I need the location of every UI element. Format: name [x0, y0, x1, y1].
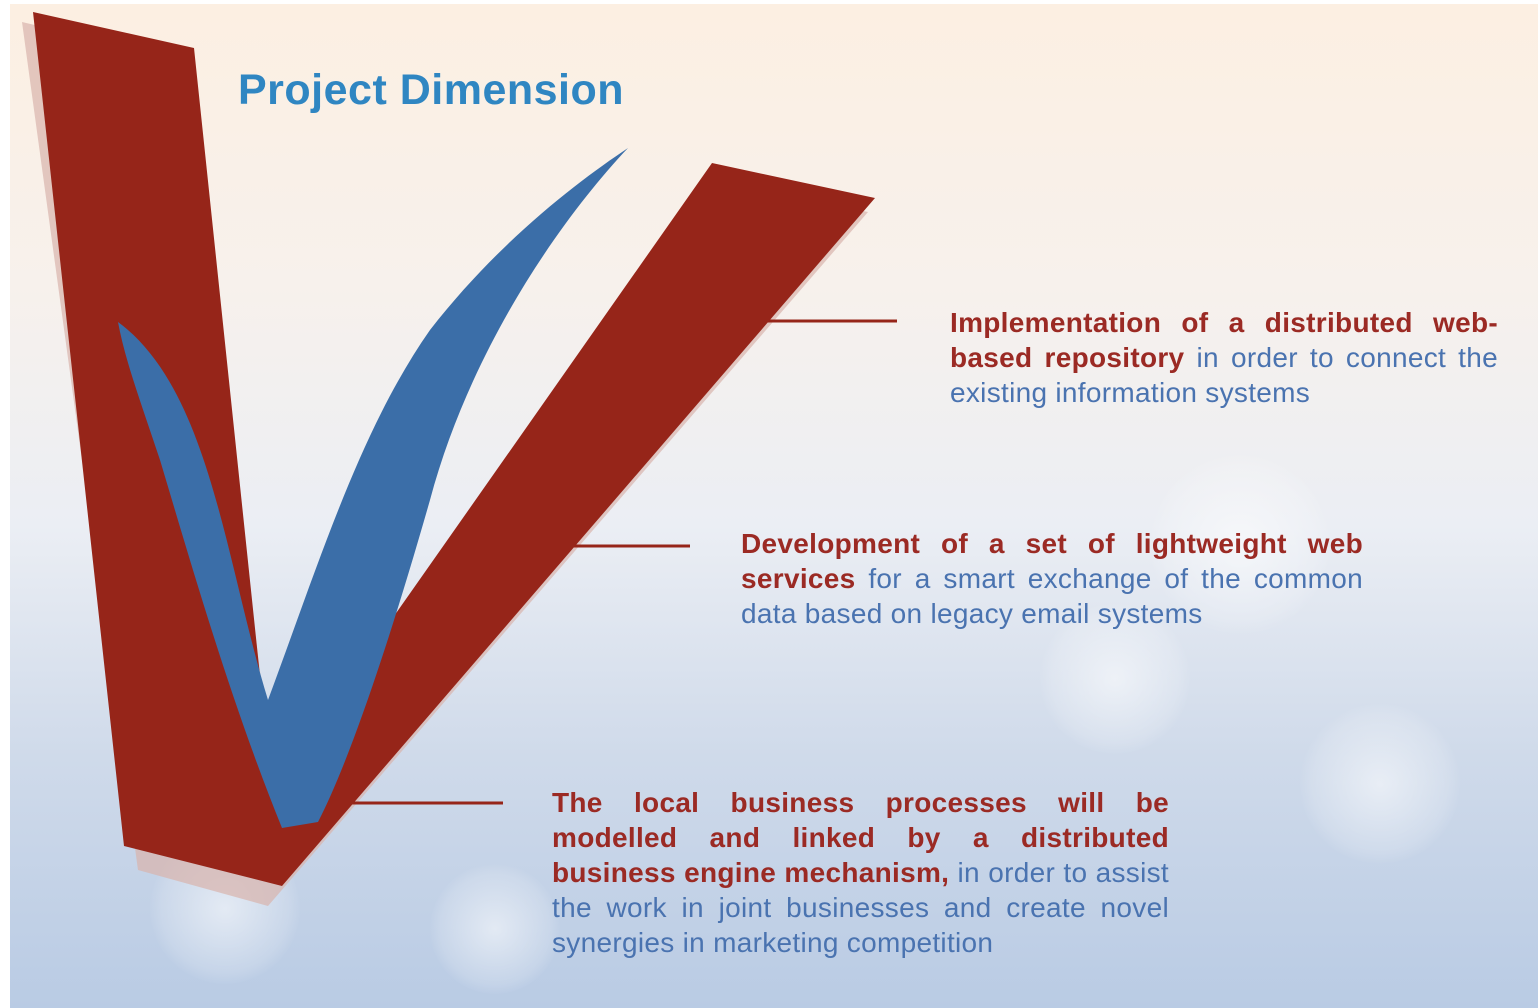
- description-repository: Implementation of a distributed web-base…: [950, 305, 1498, 410]
- description-text: for a smart exchange of the common data …: [741, 563, 1363, 629]
- description-highlight: The local business processes will be mod…: [552, 787, 1169, 888]
- description-web-services: Development of a set of lightweight web …: [741, 526, 1363, 631]
- description-highlight: Implementation of a distributed web-base…: [950, 307, 1498, 373]
- bokeh-light: [1040, 604, 1190, 754]
- description-text: in order to assist the work in joint bus…: [552, 857, 1169, 958]
- description-highlight: Development of a set of lightweight web …: [741, 528, 1363, 594]
- description-text: in order to connect the existing informa…: [950, 342, 1498, 408]
- bokeh-light: [430, 864, 560, 994]
- page-title: Project Dimension: [238, 66, 625, 114]
- bokeh-light: [1150, 454, 1330, 634]
- v-blue-swoosh: [118, 148, 628, 828]
- bokeh-light: [1300, 704, 1460, 864]
- description-business-engine: The local business processes will be mod…: [552, 785, 1169, 960]
